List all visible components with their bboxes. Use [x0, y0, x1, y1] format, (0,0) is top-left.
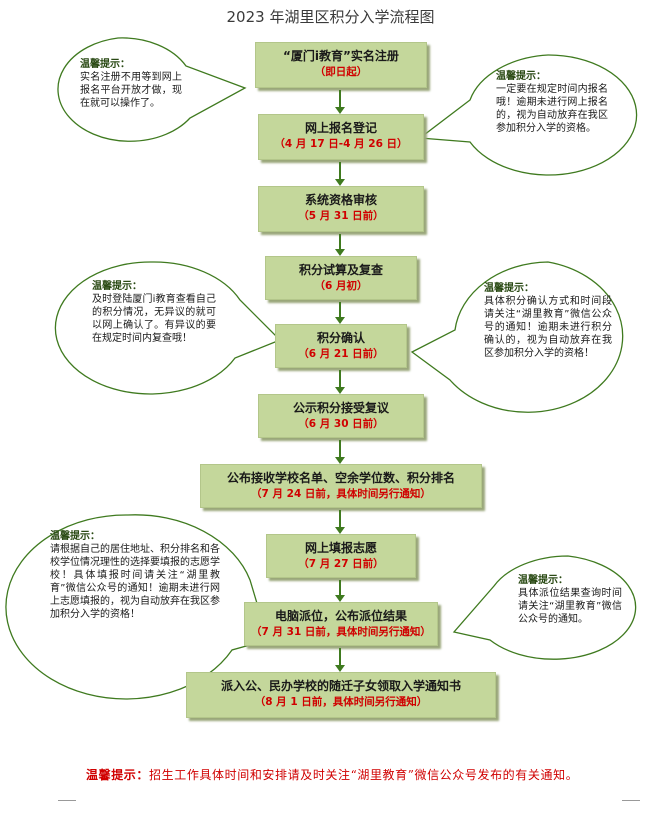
tip-4-text: 请根据自己的居住地址、积分排名和各校学位情况理性的选择要填报的志愿学校！具体填报…	[50, 544, 220, 620]
arrow-6	[335, 510, 345, 534]
tip-4-title: 温馨提示：	[50, 531, 100, 542]
tip-0-title: 温馨提示：	[80, 59, 130, 70]
arrow-7	[335, 580, 345, 602]
tip-3-text: 具体积分确认方式和时间段请关注“湖里教育”微信公众号的通知！逾期未进行积分确认的…	[484, 296, 612, 359]
step-3-name: 积分试算及复查	[298, 263, 383, 277]
arrow-0	[335, 90, 345, 114]
page-title: 2023 年湖里区积分入学流程图	[226, 8, 435, 26]
arrow-5	[335, 440, 345, 464]
step-3: 积分试算及复查 （6 月初）	[265, 256, 417, 300]
tip-5-title: 温馨提示：	[518, 575, 568, 586]
arrow-3	[335, 302, 345, 324]
tip-1-title: 温馨提示：	[496, 71, 546, 82]
step-5-date: （6 月 30 日前）	[298, 418, 384, 430]
step-7-date: （7 月 27 日前）	[298, 558, 384, 570]
tip-bubble-2	[54, 261, 282, 395]
step-9-date: （8 月 1 日前，具体时间另行通知）	[254, 696, 428, 708]
tip-bubble-5	[452, 555, 637, 660]
tip-3: 温馨提示： 具体积分确认方式和时间段请关注“湖里教育”微信公众号的通知！逾期未进…	[484, 282, 612, 360]
arrow-4	[335, 370, 345, 394]
step-8: 电脑派位，公布派位结果 （7 月 31 日前，具体时间另行通知）	[244, 602, 438, 646]
tip-5-text: 具体派位结果查询时间请关注“湖里教育”微信公众号的通知。	[518, 588, 622, 625]
step-7: 网上填报志愿 （7 月 27 日前）	[266, 534, 416, 578]
footer-heading: 温馨提示：	[86, 768, 150, 782]
tip-4: 温馨提示： 请根据自己的居住地址、积分排名和各校学位情况理性的选择要填报的志愿学…	[50, 530, 220, 621]
step-1-date: （4 月 17 日-4 月 26 日）	[274, 138, 408, 150]
step-9: 派入公、民办学校的随迁子女领取入学通知书 （8 月 1 日前，具体时间另行通知）	[186, 672, 496, 718]
tip-5: 温馨提示： 具体派位结果查询时间请关注“湖里教育”微信公众号的通知。	[518, 574, 622, 626]
step-8-date: （7 月 31 日前，具体时间另行通知）	[251, 626, 431, 638]
step-4: 积分确认 （6 月 21 日前）	[275, 324, 407, 368]
step-4-name: 积分确认	[316, 331, 365, 345]
step-1-name: 网上报名登记	[304, 121, 377, 135]
step-9-name: 派入公、民办学校的随迁子女领取入学通知书	[220, 679, 461, 693]
step-6-date: （7 月 24 日前，具体时间另行通知）	[251, 488, 431, 500]
step-2: 系统资格审核 （5 月 31 日前）	[258, 186, 424, 232]
step-2-date: （5 月 31 日前）	[298, 210, 384, 222]
step-0-date: （即日起）	[314, 66, 368, 78]
step-2-name: 系统资格审核	[304, 193, 377, 207]
footer-note: 温馨提示：招生工作具体时间和安排请及时关注“湖里教育”微信公众号发布的有关通知。	[86, 766, 626, 784]
arrow-1	[335, 162, 345, 186]
step-0: “厦门ⅰ教育”实名注册 （即日起）	[255, 42, 427, 88]
tip-1: 温馨提示： 一定要在规定时间内报名哦！逾期未进行网上报名的，视为自动放弃在我区参…	[496, 70, 608, 135]
tip-2-text: 及时登陆厦门ⅰ教育查看自己的积分情况，无异议的就可以网上确认了。有异议的要在规定…	[92, 294, 216, 344]
step-6: 公布接收学校名单、空余学位数、积分排名 （7 月 24 日前，具体时间另行通知）	[200, 464, 482, 508]
footer-text: 招生工作具体时间和安排请及时关注“湖里教育”微信公众号发布的有关通知。	[149, 768, 579, 782]
step-6-name: 公布接收学校名单、空余学位数、积分排名	[226, 471, 455, 485]
step-0-name: “厦门ⅰ教育”实名注册	[283, 49, 399, 63]
step-8-name: 电脑派位，公布派位结果	[274, 609, 407, 623]
step-1: 网上报名登记 （4 月 17 日-4 月 26 日）	[258, 114, 424, 160]
arrow-8	[335, 648, 345, 672]
step-5: 公示积分接受复议 （6 月 30 日前）	[258, 394, 424, 438]
tip-2: 温馨提示： 及时登陆厦门ⅰ教育查看自己的积分情况，无异议的就可以网上确认了。有异…	[92, 280, 216, 345]
page-corner-right	[622, 800, 640, 815]
step-5-name: 公示积分接受复议	[292, 401, 389, 415]
step-7-name: 网上填报志愿	[304, 541, 377, 555]
tip-2-title: 温馨提示：	[92, 281, 142, 292]
page-corner-left	[58, 800, 76, 815]
step-4-date: （6 月 21 日前）	[298, 348, 384, 360]
tip-bubble-0	[57, 37, 247, 142]
tip-0: 温馨提示： 实名注册不用等到网上报名平台开放才做，现在就可以操作了。	[80, 58, 182, 110]
tip-bubble-3	[410, 261, 624, 413]
step-3-date: （6 月初）	[314, 280, 368, 292]
tip-bubble-1	[418, 54, 638, 176]
tip-3-title: 温馨提示：	[484, 283, 534, 294]
tip-0-text: 实名注册不用等到网上报名平台开放才做，现在就可以操作了。	[80, 72, 182, 109]
tip-1-text: 一定要在规定时间内报名哦！逾期未进行网上报名的，视为自动放弃在我区参加积分入学的…	[496, 84, 608, 134]
tip-bubble-4	[5, 514, 269, 700]
arrow-2	[335, 234, 345, 256]
